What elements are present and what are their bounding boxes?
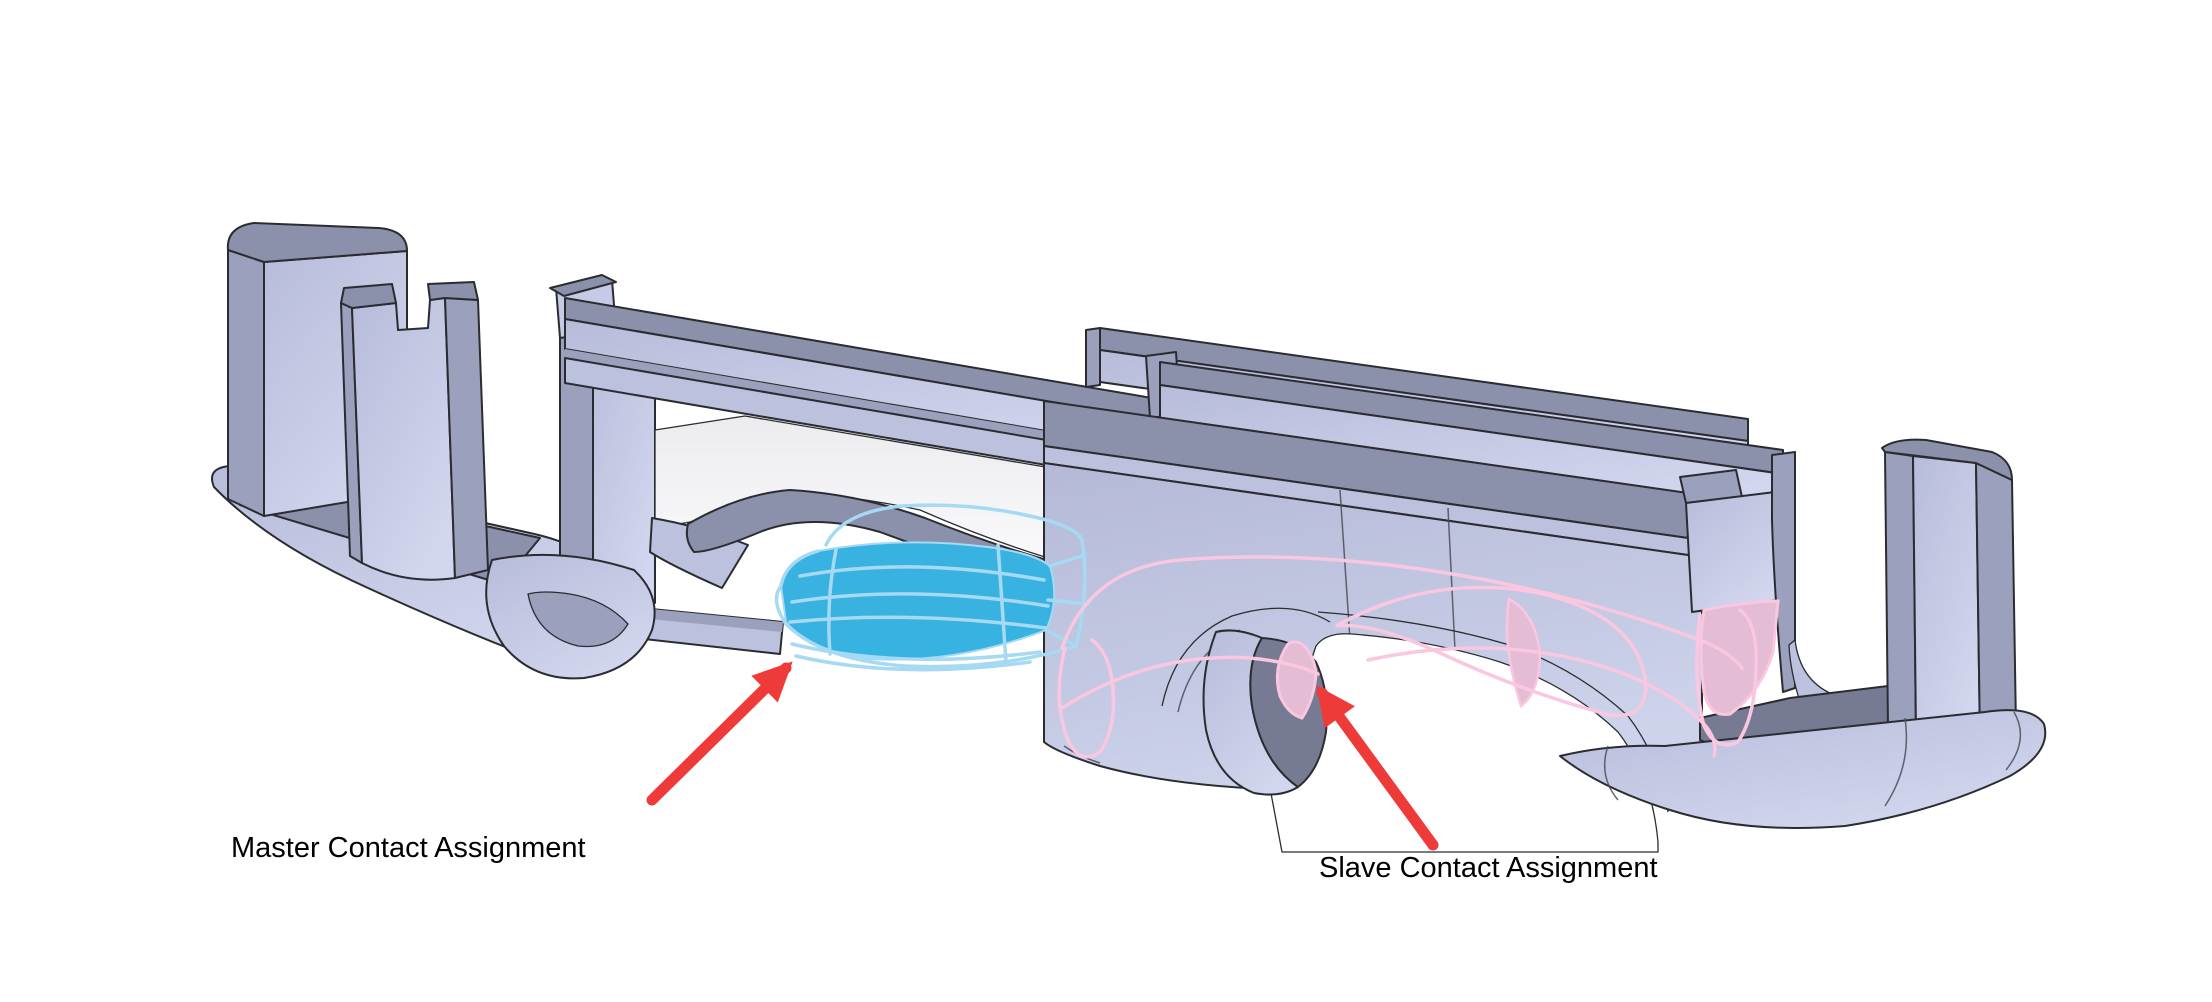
annotation-slave: Slave Contact Assignment: [1316, 685, 1658, 884]
base-slab-seam-2: [1884, 717, 1908, 807]
slave-label: Slave Contact Assignment: [1319, 852, 1658, 884]
cage-corner-post-cap: [549, 274, 617, 297]
slave-arrow: [1316, 685, 1439, 851]
arch-left-rim: [1161, 607, 1331, 707]
master-arrow: [646, 661, 793, 806]
master-label: Master Contact Assignment: [231, 832, 586, 864]
second-prong-ear-right-cap: [427, 281, 479, 301]
master-contact-wireframe: [774, 503, 1090, 672]
slave-contact-surface-channel: [1699, 599, 1780, 717]
base-slab-seam-3: [2005, 711, 2022, 771]
right-prong-front: [1912, 455, 1981, 741]
second-prong-front: [351, 297, 456, 581]
left-prong-cap: [226, 222, 408, 263]
rear-rail-endcap: [1085, 327, 1101, 388]
base-slab-seam-1: [1603, 745, 1619, 801]
terminal-right-body: [1043, 327, 2047, 853]
slave-contact-surface-arch: [1275, 640, 1318, 720]
second-prong-ear-left-cap: [340, 283, 397, 309]
channel-wall-face: [1685, 491, 1779, 613]
slave-contact-highlights: [1057, 555, 1780, 759]
master-contact-highlight: [774, 503, 1090, 672]
left-prong-side: [227, 249, 265, 517]
annotation-master: Master Contact Assignment: [231, 661, 793, 864]
cage-floor-light: [649, 517, 749, 589]
right-prong-cap: [1881, 438, 2013, 481]
slave-contact-surface-fold: [1505, 597, 1542, 709]
panel-seam-2: [1447, 507, 1456, 651]
link-knot-curl: [527, 591, 629, 648]
right-prong-edge: [1884, 451, 1917, 736]
slave-contact-wireframe: [1057, 555, 1758, 759]
right-prong-side: [1975, 462, 2017, 741]
base-slab: [1559, 709, 2047, 829]
